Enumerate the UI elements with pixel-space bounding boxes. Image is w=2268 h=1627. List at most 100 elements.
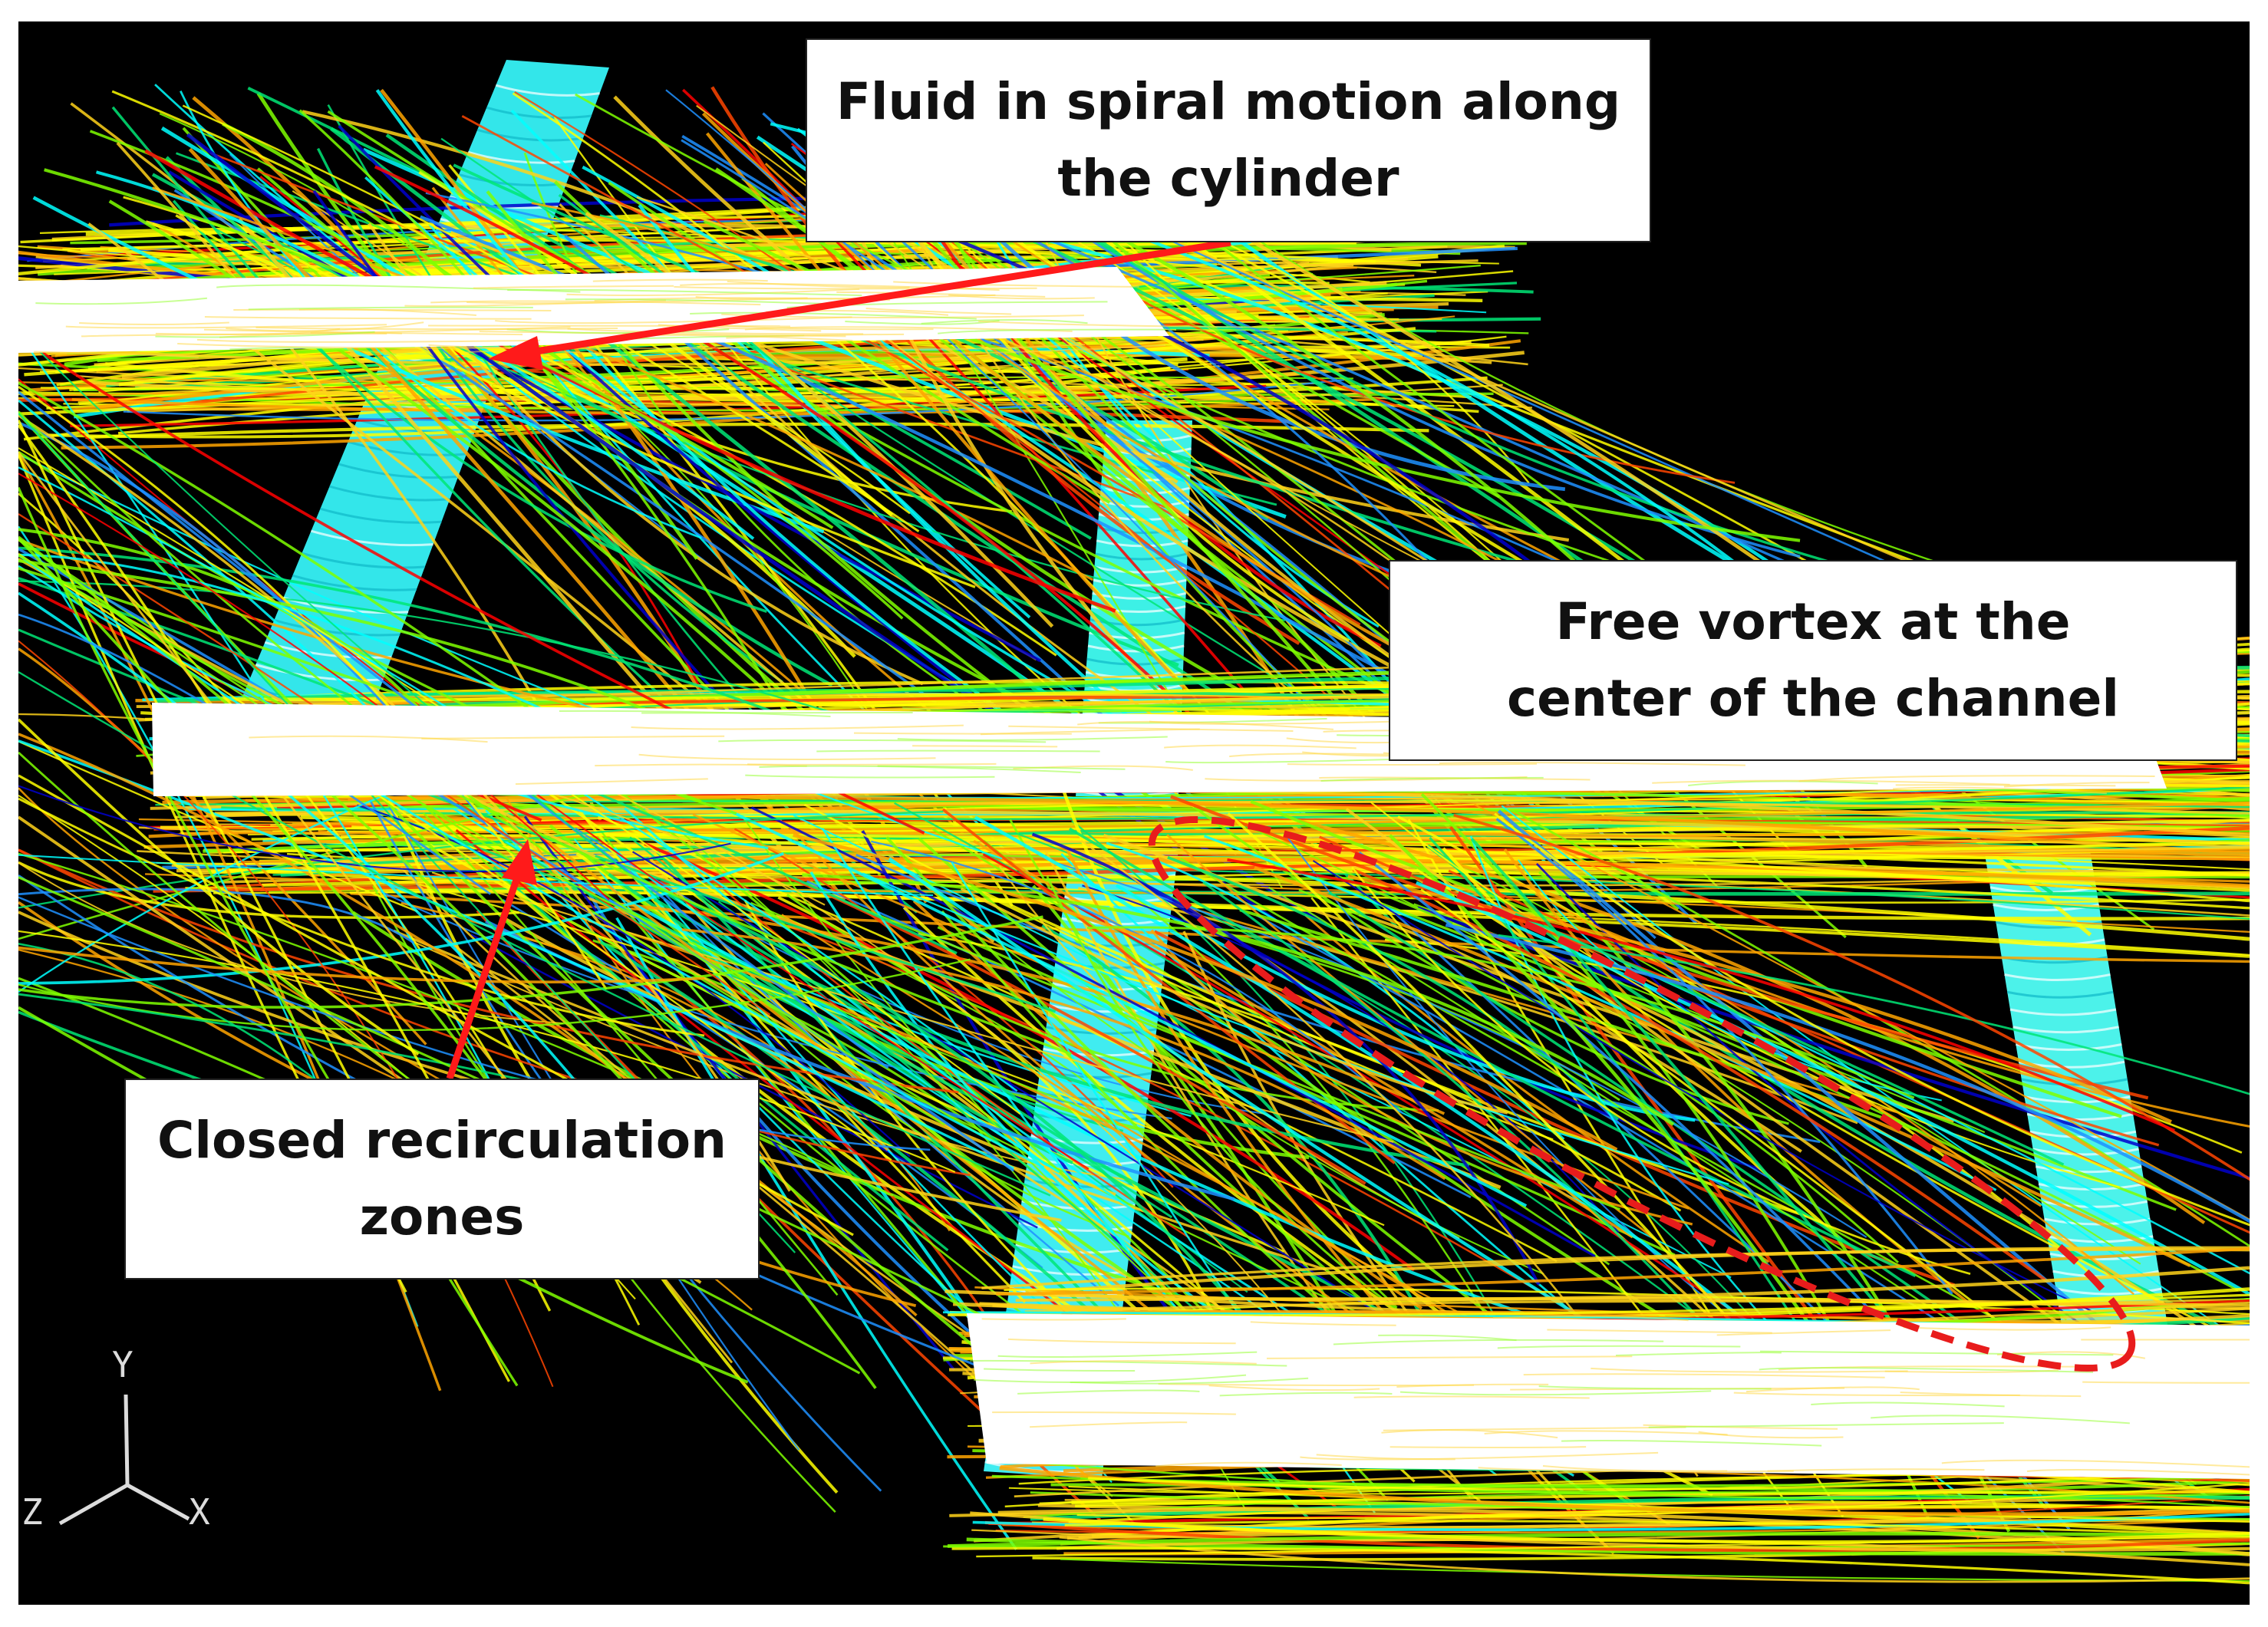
surface-streak bbox=[255, 326, 618, 331]
streamline bbox=[1077, 887, 1858, 1125]
cylinder-contour bbox=[338, 463, 459, 479]
surface-streak bbox=[248, 306, 533, 311]
surface-streak bbox=[155, 331, 375, 338]
surface-streak bbox=[1497, 1345, 1741, 1349]
streamline bbox=[1082, 884, 1620, 1233]
streamline bbox=[1106, 841, 1565, 1141]
cylinder-contour bbox=[2004, 973, 2111, 981]
surface-streak bbox=[984, 1368, 1136, 1372]
highlight-ellipse bbox=[1148, 815, 2136, 1372]
streamline bbox=[1517, 859, 1942, 1102]
surface-streak bbox=[430, 300, 761, 306]
streamline bbox=[1115, 884, 1696, 1122]
streamline bbox=[18, 344, 1228, 366]
streamline bbox=[512, 92, 1243, 753]
streamline bbox=[1501, 805, 2250, 1347]
surface-streak bbox=[938, 328, 1255, 334]
surface-streak bbox=[495, 316, 852, 324]
surface-streak bbox=[466, 297, 808, 305]
axis-label-y: Y bbox=[112, 1344, 134, 1385]
surface-streak bbox=[1615, 1352, 1782, 1356]
streamline bbox=[510, 109, 1031, 619]
streamline bbox=[1167, 855, 1620, 1121]
surface-streak bbox=[515, 778, 708, 786]
surface-streak bbox=[507, 288, 862, 297]
surface-streak bbox=[1716, 1329, 1891, 1336]
streamline bbox=[1498, 934, 2250, 1095]
streamline bbox=[927, 884, 1544, 1275]
streamline bbox=[1076, 1482, 2250, 1520]
streamline bbox=[1415, 881, 2250, 1296]
streamline bbox=[18, 547, 1015, 1172]
surface-streak bbox=[1895, 784, 2116, 787]
cylinder-contour bbox=[458, 173, 567, 186]
surface-streak bbox=[1643, 1424, 1838, 1430]
streamline bbox=[1031, 1508, 2250, 1528]
streamline bbox=[214, 809, 2250, 846]
streamline bbox=[941, 808, 1396, 1164]
streamline bbox=[514, 91, 1453, 807]
streamline bbox=[18, 552, 892, 1161]
streamline bbox=[681, 928, 1446, 1181]
surface-streak bbox=[1439, 761, 1746, 766]
cylinder-contour bbox=[1095, 552, 1188, 561]
surface-streak bbox=[973, 1374, 1247, 1384]
streamline bbox=[18, 888, 415, 944]
surface-streak bbox=[2003, 782, 2150, 788]
streamline bbox=[614, 901, 1446, 1115]
surface-streak bbox=[2082, 1381, 2250, 1384]
surface-streak bbox=[695, 294, 996, 300]
surface-streak bbox=[249, 735, 488, 743]
streamline bbox=[87, 351, 1525, 401]
cylinder-contour bbox=[255, 664, 384, 682]
cylinder-contour bbox=[273, 618, 401, 637]
surface-streak bbox=[567, 328, 864, 335]
surface-streak bbox=[559, 710, 831, 718]
surface-streak bbox=[1381, 1429, 1558, 1439]
streamline bbox=[18, 849, 971, 1177]
streamline bbox=[453, 808, 1192, 1118]
streamline bbox=[1494, 812, 2250, 1227]
streamline bbox=[1024, 1299, 2250, 1313]
surface-streak bbox=[992, 1411, 1236, 1415]
streamline bbox=[54, 257, 1499, 275]
surface-streak bbox=[1250, 1321, 1396, 1326]
streamline bbox=[108, 199, 799, 722]
streamline bbox=[374, 165, 1207, 731]
streamline bbox=[18, 538, 1091, 1112]
surface-streak bbox=[1523, 1373, 1885, 1378]
surface-streak bbox=[1030, 1360, 1257, 1365]
streamline bbox=[18, 896, 931, 1151]
surface-streak bbox=[592, 278, 768, 282]
streamline bbox=[999, 1466, 2250, 1517]
streamline bbox=[1064, 1520, 2250, 1537]
surface-streak bbox=[204, 316, 532, 320]
streamline bbox=[247, 777, 2250, 836]
streamline bbox=[123, 378, 1345, 422]
cylinder-contour bbox=[2013, 1026, 2119, 1034]
streamline bbox=[793, 814, 1732, 1279]
surface-streak bbox=[631, 724, 964, 730]
streamline bbox=[18, 787, 447, 1085]
streamline bbox=[781, 914, 1489, 1329]
streamline bbox=[1068, 1485, 2250, 1523]
surface-streak bbox=[1378, 1334, 1517, 1342]
axis-label-z: Z bbox=[21, 1491, 43, 1533]
surface-streak bbox=[997, 1351, 1258, 1358]
cylinder-contour bbox=[2021, 1078, 2128, 1086]
surface-streak bbox=[1333, 1339, 1664, 1345]
streamline bbox=[750, 806, 1596, 1257]
surface-streak bbox=[34, 351, 199, 358]
cylinder-contour bbox=[320, 507, 442, 524]
surface-streak bbox=[2026, 1468, 2250, 1476]
cylinder-contour bbox=[2009, 1008, 2117, 1016]
arrow-recirc-line bbox=[446, 871, 522, 1080]
streamline bbox=[991, 1474, 2250, 1487]
surface-streak bbox=[1389, 1446, 1587, 1448]
streamline bbox=[1103, 833, 1955, 1123]
streamline bbox=[18, 785, 731, 873]
cfd-figure: Y Z X Fluid in spiral motion along the c… bbox=[18, 21, 2250, 1605]
surface-streak bbox=[1648, 1422, 2004, 1428]
streamline bbox=[1032, 231, 1878, 604]
annotation-arrows bbox=[446, 239, 1231, 1080]
